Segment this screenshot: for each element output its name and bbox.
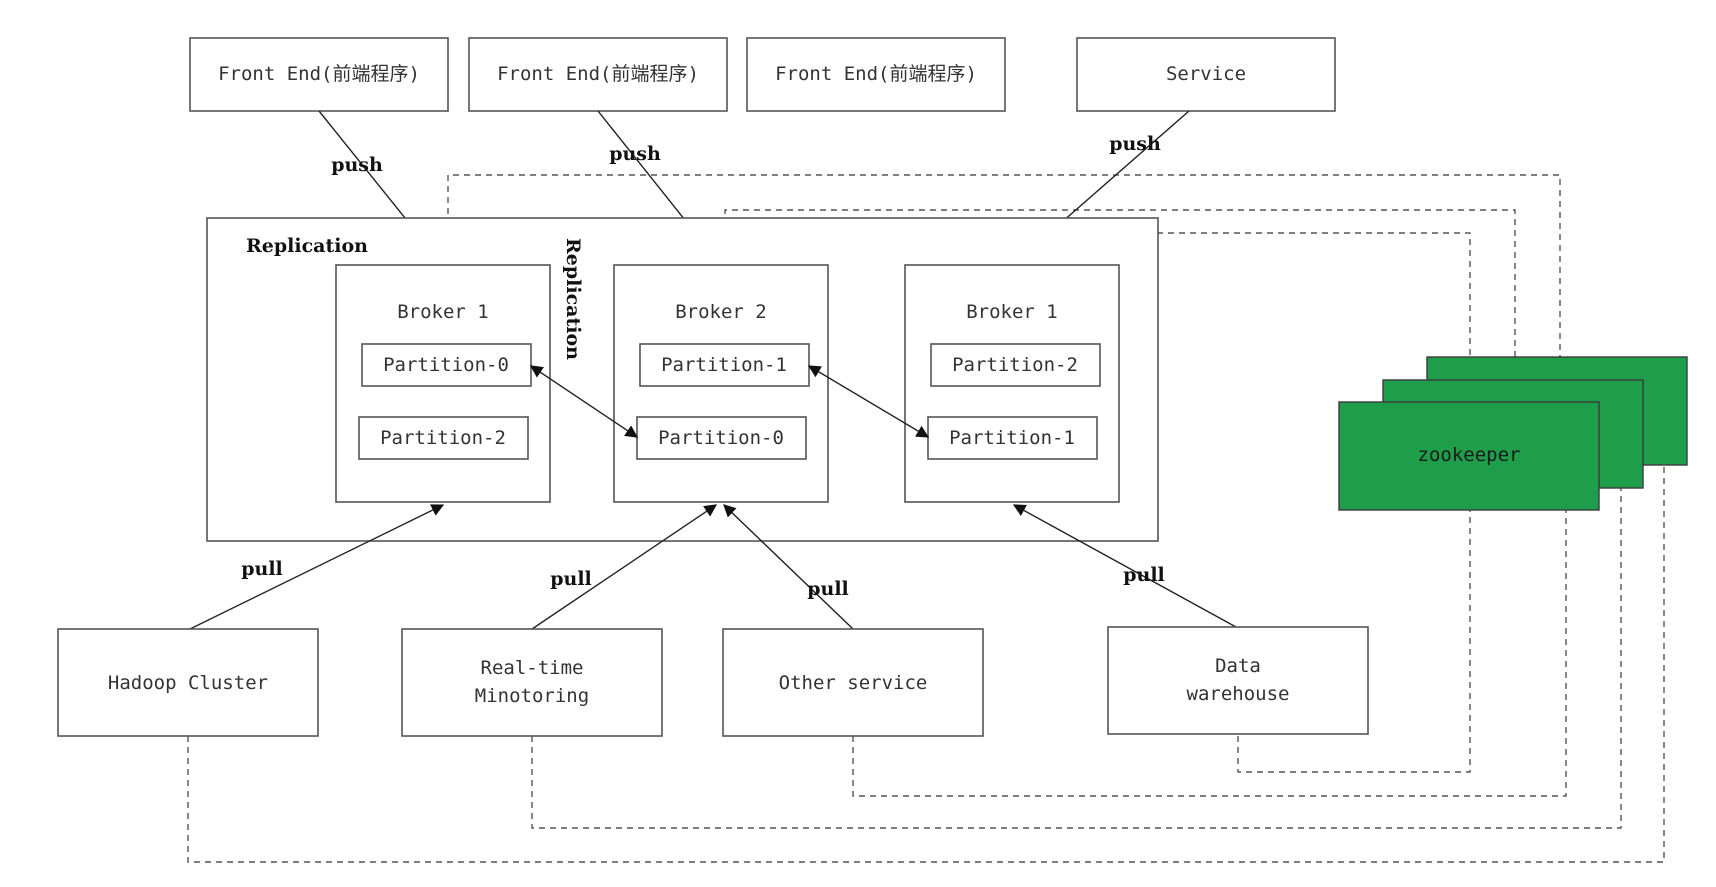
producer-label: Front End(前端程序) — [775, 63, 977, 85]
consumer-box — [57, 628, 319, 737]
partition-box — [927, 416, 1098, 460]
cluster-vertical-label: Replication — [562, 238, 584, 360]
broker-label: Broker 2 — [675, 301, 767, 323]
pull-arrows: pull pull pull pull — [189, 504, 1237, 630]
partition-label: Partition-0 — [658, 427, 784, 449]
producer-frontend-2: Front End(前端程序) — [468, 37, 728, 112]
consumer-label: Hadoop Cluster — [108, 672, 268, 694]
partition-box — [358, 416, 529, 460]
producers: Front End(前端程序) Front End(前端程序) Front En… — [189, 37, 1336, 112]
zk-link-data-warehouse — [1237, 508, 1471, 773]
cluster-label: Replication — [246, 235, 368, 257]
consumers: Hadoop Cluster Real-time Minotoring Othe… — [57, 626, 1369, 737]
partition-label: Partition-0 — [383, 354, 509, 376]
consumer-label-line-1: Real-time — [481, 657, 584, 679]
pull-arrow-realtime — [531, 504, 718, 630]
broker-label: Broker 1 — [397, 301, 489, 323]
partition-label: Partition-1 — [661, 354, 787, 376]
consumer-label-line-1: Data — [1215, 655, 1261, 677]
pull-label: pull — [550, 568, 592, 590]
broker-c: Broker 1 Partition-2 Partition-1 — [904, 264, 1120, 503]
push-label: push — [1109, 133, 1161, 155]
consumer-box — [1107, 626, 1369, 735]
consumer-hadoop-cluster: Hadoop Cluster — [57, 628, 319, 737]
replication-cluster: Replication Replication Broker 1 Partiti… — [206, 217, 1159, 542]
zk-link-other-service — [852, 508, 1567, 797]
producer-box — [746, 37, 1006, 112]
producer-label: Front End(前端程序) — [497, 63, 699, 85]
pull-label: pull — [1123, 564, 1165, 586]
zookeeper-card-front — [1338, 401, 1600, 511]
consumer-other-service: Other service — [722, 628, 984, 737]
producer-service: Service — [1076, 37, 1336, 112]
pull-label: pull — [241, 558, 283, 580]
pull-arrow-warehouse — [1012, 504, 1237, 628]
consumer-realtime-monitoring: Real-time Minotoring — [401, 628, 663, 737]
zk-link-broker1 — [447, 174, 1561, 358]
partition-box — [639, 343, 810, 387]
producer-box — [468, 37, 728, 112]
replication-arrow-1 — [529, 365, 639, 438]
partition-label: Partition-2 — [380, 427, 506, 449]
producer-frontend-1: Front End(前端程序) — [189, 37, 449, 112]
consumer-label: Other service — [779, 672, 928, 694]
push-label: push — [331, 154, 383, 176]
pull-label: pull — [807, 578, 849, 600]
consumer-box — [722, 628, 984, 737]
producer-box — [189, 37, 449, 112]
pull-arrow-hadoop — [189, 504, 445, 630]
zk-link-hadoop-cluster — [187, 465, 1665, 863]
partition-box — [930, 343, 1101, 387]
consumer-label-line-2: Minotoring — [475, 685, 589, 707]
producer-label: Service — [1166, 63, 1246, 85]
consumer-box — [401, 628, 663, 737]
producer-frontend-3: Front End(前端程序) — [746, 37, 1006, 112]
producer-label: Front End(前端程序) — [218, 63, 420, 85]
producer-box — [1076, 37, 1336, 112]
zookeeper-label: zookeeper — [1418, 444, 1521, 466]
replication-arrow-2 — [807, 365, 930, 438]
broker-a: Broker 1 Partition-0 Partition-2 — [335, 264, 551, 503]
consumer-data-warehouse: Data warehouse — [1107, 626, 1369, 735]
zookeeper-stack: zookeeper — [1338, 356, 1688, 511]
push-label: push — [609, 143, 661, 165]
pull-arrow-other — [723, 504, 854, 630]
partition-label: Partition-2 — [952, 354, 1078, 376]
consumer-label-line-2: warehouse — [1187, 683, 1290, 705]
zk-link-realtime-monitoring — [531, 486, 1622, 829]
partition-box — [361, 343, 532, 387]
broker-b: Broker 2 Partition-1 Partition-0 — [613, 264, 829, 503]
partition-box — [636, 416, 807, 460]
partition-label: Partition-1 — [949, 427, 1075, 449]
broker-label: Broker 1 — [966, 301, 1058, 323]
